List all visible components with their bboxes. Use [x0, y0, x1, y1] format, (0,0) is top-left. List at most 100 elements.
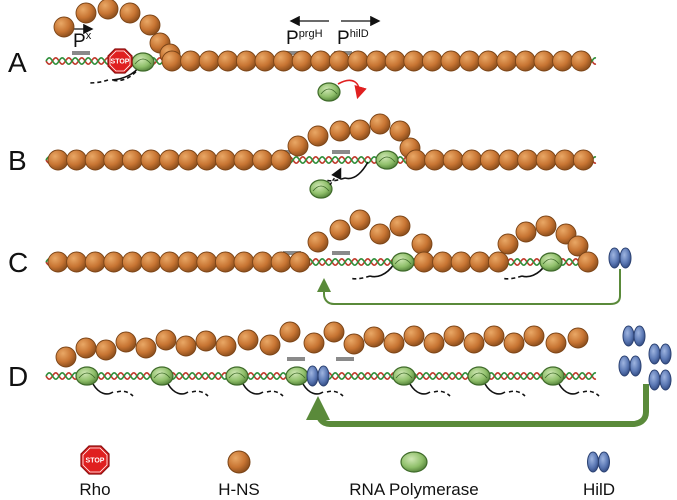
transcript-d-dash: [433, 390, 451, 397]
panel-label-b: B: [8, 145, 27, 176]
rnap-particle: [225, 366, 249, 386]
hns-particle: [279, 321, 301, 343]
hns-particle: [307, 231, 329, 253]
transcript-d-dash: [326, 390, 344, 397]
hild-monomer: [622, 325, 635, 347]
rho-stop-sign-a: STOP: [107, 48, 133, 74]
hns-particle: [440, 50, 462, 72]
promoter-bar-hild-d: [336, 357, 354, 361]
rnap-groove: [470, 372, 488, 379]
rnap-particle: [131, 52, 155, 72]
hns-particle: [310, 50, 332, 72]
hns-particle: [383, 332, 405, 354]
hns-particle: [421, 50, 443, 72]
hns-particle: [514, 50, 536, 72]
hns-particle: [403, 50, 425, 72]
promoter-bar-prgh-a: [285, 51, 303, 55]
rnap-groove: [134, 58, 152, 65]
promoter-bar-px-a: [72, 51, 90, 55]
rnap-particle: [150, 366, 174, 386]
transcript-d: [484, 383, 506, 395]
hns-particle: [369, 223, 391, 245]
hns-particle: [487, 251, 509, 273]
hns-particle: [411, 233, 433, 255]
hns-particle: [432, 251, 454, 273]
rnap-particle: [317, 82, 341, 102]
hns-particle: [196, 149, 218, 171]
rnap-particle: [467, 366, 491, 386]
transcript-c1: [369, 263, 395, 278]
hns-particle: [103, 149, 125, 171]
rnap-particle: [392, 366, 416, 386]
hns-particle: [517, 149, 539, 171]
transcript-d: [558, 383, 580, 395]
legend-hns-label: H-NS: [218, 480, 260, 499]
hns-particle: [443, 325, 465, 347]
hns-particle: [461, 149, 483, 171]
hns-particle: [97, 0, 119, 20]
legend-hild-icon: [587, 451, 610, 473]
hns-particle: [570, 50, 592, 72]
rnap-body: [75, 366, 99, 386]
hild-dimer: [648, 369, 672, 391]
red-release-arrow: [337, 79, 367, 100]
hns-particle: [329, 120, 351, 142]
hns-particle: [496, 50, 518, 72]
rnap-groove: [542, 258, 560, 265]
transcript-d-dash: [582, 390, 600, 397]
hns-particle: [159, 149, 181, 171]
hns-particle: [533, 50, 555, 72]
hns-particle: [552, 50, 574, 72]
hild-monomer: [633, 325, 646, 347]
promoter-px: Px: [73, 23, 94, 52]
green-activation-arrow-c: [317, 269, 621, 305]
transcript-c2-dash: [501, 275, 523, 280]
hns-particle: [95, 339, 117, 361]
hns-particle: [55, 346, 77, 368]
rnap-groove: [288, 372, 306, 379]
hild-monomer: [659, 369, 672, 391]
transcript-d: [242, 383, 264, 395]
hns-particle: [235, 50, 257, 72]
hild-monomer: [619, 247, 632, 269]
hns-particle: [307, 125, 329, 147]
promoter-bar-prgh-d: [287, 357, 305, 361]
hns-particle: [47, 251, 69, 273]
rnap-particle: [75, 366, 99, 386]
hns-particle: [139, 14, 161, 36]
hns-particle: [121, 149, 143, 171]
hns-particle: [567, 235, 589, 257]
hns-particle: [84, 149, 106, 171]
hns-particle: [175, 335, 197, 357]
transcript-d-dash: [508, 390, 526, 397]
hns-particle: [577, 251, 599, 273]
hns-particle: [53, 16, 75, 38]
legend-stop-text: STOP: [86, 458, 105, 465]
hns-particle: [483, 325, 505, 347]
hild-monomer: [306, 365, 319, 387]
hns-particle: [84, 251, 106, 273]
rnap-groove: [394, 258, 412, 265]
rnap-body: [317, 82, 341, 102]
rnap-groove: [78, 372, 96, 379]
transcript-b-dash: [325, 177, 346, 182]
transcript-d: [302, 383, 324, 395]
hns-particle: [140, 251, 162, 273]
hns-particle: [195, 330, 217, 352]
rnap-body: [309, 179, 333, 199]
rnap-particle: [309, 179, 333, 199]
rnap-particle: [541, 366, 565, 386]
promoter-bar-hild-b: [332, 150, 350, 154]
hild-monomer: [648, 369, 661, 391]
hns-particle: [217, 50, 239, 72]
hns-particle: [115, 331, 137, 353]
hns-particle: [66, 149, 88, 171]
hns-particle: [328, 50, 350, 72]
rnap-groove: [312, 185, 330, 192]
hild-dimer: [618, 355, 642, 377]
hns-particle: [523, 325, 545, 347]
rnap-body: [392, 366, 416, 386]
hns-particle: [198, 50, 220, 72]
rnap-particle: [539, 252, 563, 272]
